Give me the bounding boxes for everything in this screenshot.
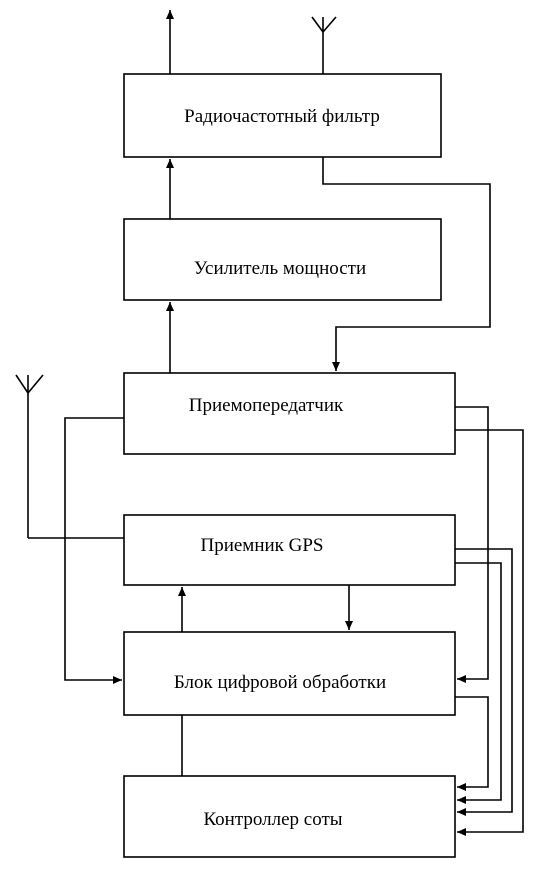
block-dsp-unit: Блок цифровой обработки (123, 631, 456, 716)
block-cell-controller: Контроллер соты (123, 775, 456, 858)
gps-receiver-label: Приемник GPS (200, 535, 323, 556)
transceiver-label: Приемопередатчик (189, 395, 344, 416)
block-rf-filter: Радиочастотный фильтр (123, 73, 442, 158)
dsp-unit-label: Блок цифровой обработки (174, 672, 386, 693)
block-power-amplifier: Усилитель мощности (123, 218, 442, 301)
block-gps-receiver: Приемник GPS (123, 514, 456, 586)
antenna-top-icon (311, 16, 337, 74)
arrow-transceiver-to-dsp-right (455, 406, 489, 683)
cell-controller-label: Контроллер соты (203, 809, 342, 830)
arrow-filter-to-transceiver (322, 157, 491, 371)
arrow-transceiver-to-dsp (64, 417, 124, 684)
rf-filter-label: Радиочастотный фильтр (184, 106, 380, 127)
arrow-transceiver-to-controller (455, 429, 524, 836)
arrow-gps-to-controller-1 (455, 548, 513, 816)
power-amp-label: Усилитель мощности (194, 258, 366, 279)
antenna-left-icon (15, 374, 124, 539)
arrow-dsp-to-controller (455, 696, 489, 791)
block-transceiver: Приемопередатчик (123, 372, 456, 455)
arrow-gps-to-controller-2 (455, 562, 502, 804)
